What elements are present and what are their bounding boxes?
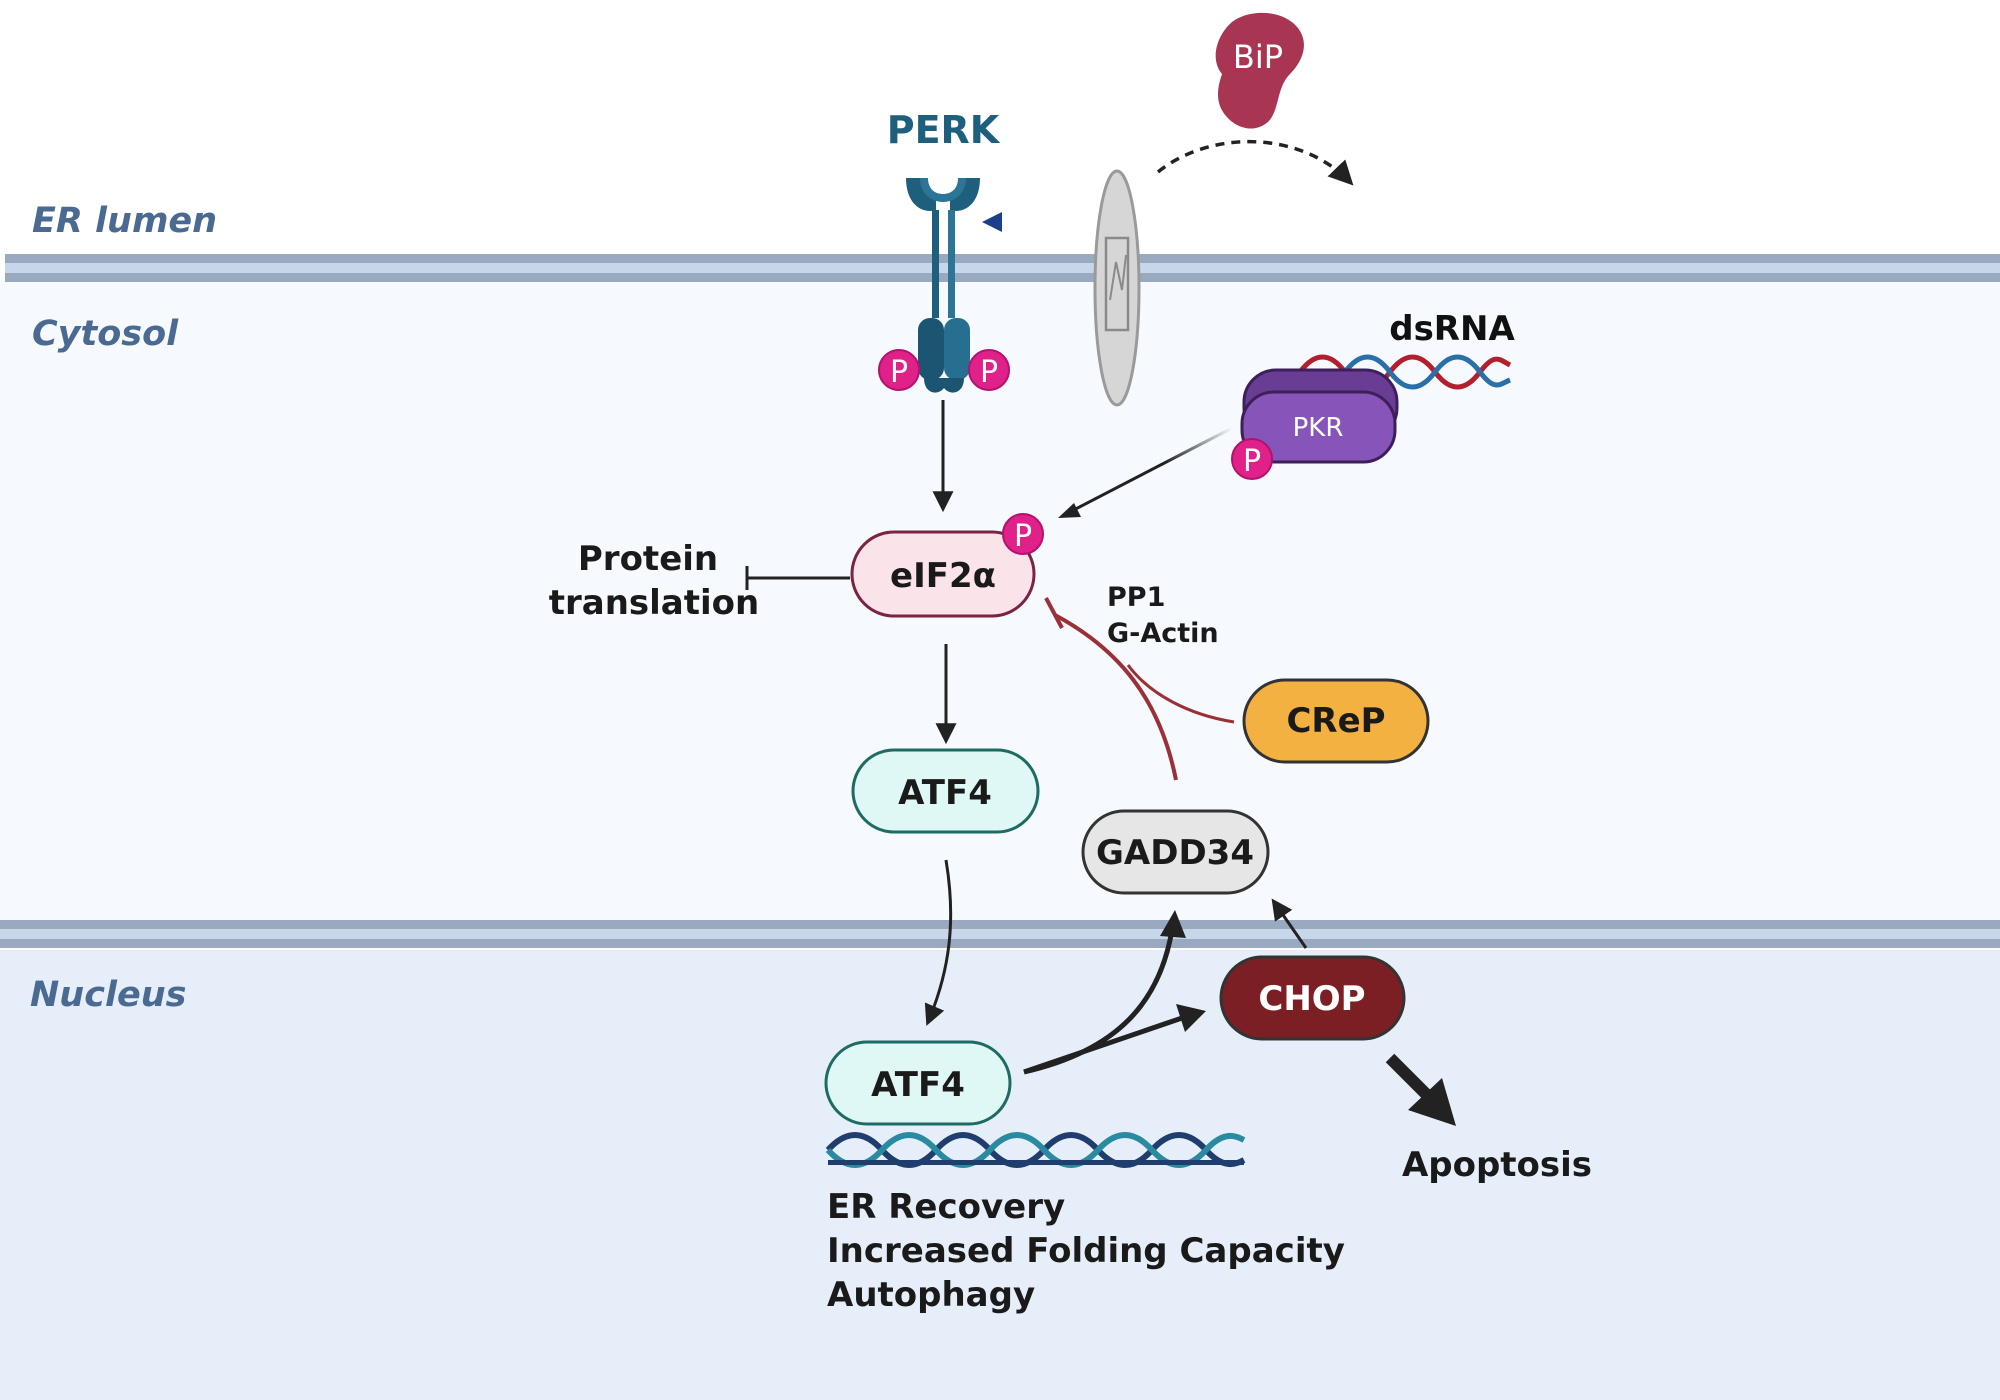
perk-phospho-right-label: P: [980, 355, 998, 390]
nucleus-label: Nucleus: [30, 975, 186, 1015]
phosphatase-inhibition-bar: [1044, 597, 1064, 629]
chop-label: CHOP: [1258, 979, 1365, 1019]
pp1-label: PP1: [1107, 582, 1165, 613]
pkr-to-eif2a-arrowhead: [1058, 503, 1081, 518]
chop-to-gadd34-arrow: [1271, 898, 1308, 949]
dna-helix: [825, 1132, 1246, 1168]
pkr-protein: PKR: [1240, 368, 1399, 464]
perk-receptor: [906, 178, 980, 393]
autophagy-label: Autophagy: [827, 1275, 1035, 1315]
cytosol-label: Cytosol: [32, 314, 179, 354]
atf4-nucleus-node: ATF4: [824, 1040, 1012, 1126]
dsrna-label: dsRNA: [1389, 309, 1515, 349]
crep-node: CReP: [1242, 678, 1430, 764]
atf4-translocation-arrow: [924, 859, 953, 1026]
pkr-phospho-label: P: [1243, 444, 1261, 479]
protein-translation-line2: translation: [549, 583, 759, 623]
perk-label: PERK: [887, 108, 1001, 152]
protein-translation-line1: Protein: [578, 539, 718, 579]
pkr-label: PKR: [1293, 413, 1344, 443]
atf4-nucleus-label: ATF4: [871, 1065, 965, 1105]
gadd34-inhibition-arc: [1054, 613, 1178, 781]
atf4-cytosol-node: ATF4: [851, 748, 1040, 834]
nuclear-membrane: [0, 920, 2000, 948]
bip-release-arrow: [1156, 140, 1354, 186]
pkr-to-eif2a-arrow: [1065, 426, 1233, 516]
pkr-phospho: P: [1231, 438, 1273, 480]
eif2a-phospho-label: P: [1014, 519, 1032, 554]
nucleus-region: [0, 950, 2000, 1400]
atf4-to-chop-arrowhead: [1176, 1004, 1206, 1032]
chop-node: CHOP: [1219, 955, 1406, 1041]
bip-protein: BiP: [1215, 12, 1304, 129]
bip-label: BiP: [1233, 38, 1283, 76]
gadd34-label: GADD34: [1096, 833, 1254, 873]
chop-to-apoptosis-arrowhead: [1408, 1078, 1456, 1126]
perk-phospho-left: P: [878, 349, 920, 391]
perk-phospho-right: P: [968, 349, 1010, 391]
bip-dissociation-arrowhead: [982, 212, 1002, 232]
folding-capacity-label: Increased Folding Capacity: [827, 1231, 1345, 1271]
atf4-cytosol-label: ATF4: [898, 773, 992, 813]
g-actin-label: G-Actin: [1107, 618, 1219, 649]
er-lumen-label: ER lumen: [32, 201, 217, 241]
er-recovery-label: ER Recovery: [827, 1187, 1065, 1227]
chop-to-apoptosis-arrow: [1385, 1053, 1437, 1105]
gadd34-node: GADD34: [1081, 809, 1270, 895]
crep-inhibition-arc: [1126, 664, 1235, 724]
crep-label: CReP: [1286, 701, 1385, 741]
atf4-to-gadd34-arrowhead: [1160, 910, 1186, 938]
perk-phospho-left-label: P: [890, 355, 908, 390]
eif2a-phospho: P: [1002, 513, 1044, 555]
eif2a-label: eIF2α: [890, 556, 996, 596]
apoptosis-label: Apoptosis: [1402, 1145, 1592, 1185]
atf4-to-chop-arrow: [1023, 1015, 1183, 1075]
unfolded-protein-complex: [1093, 169, 1141, 407]
er-membrane: [5, 254, 2000, 282]
eif2a-node: eIF2α: [850, 530, 1036, 618]
